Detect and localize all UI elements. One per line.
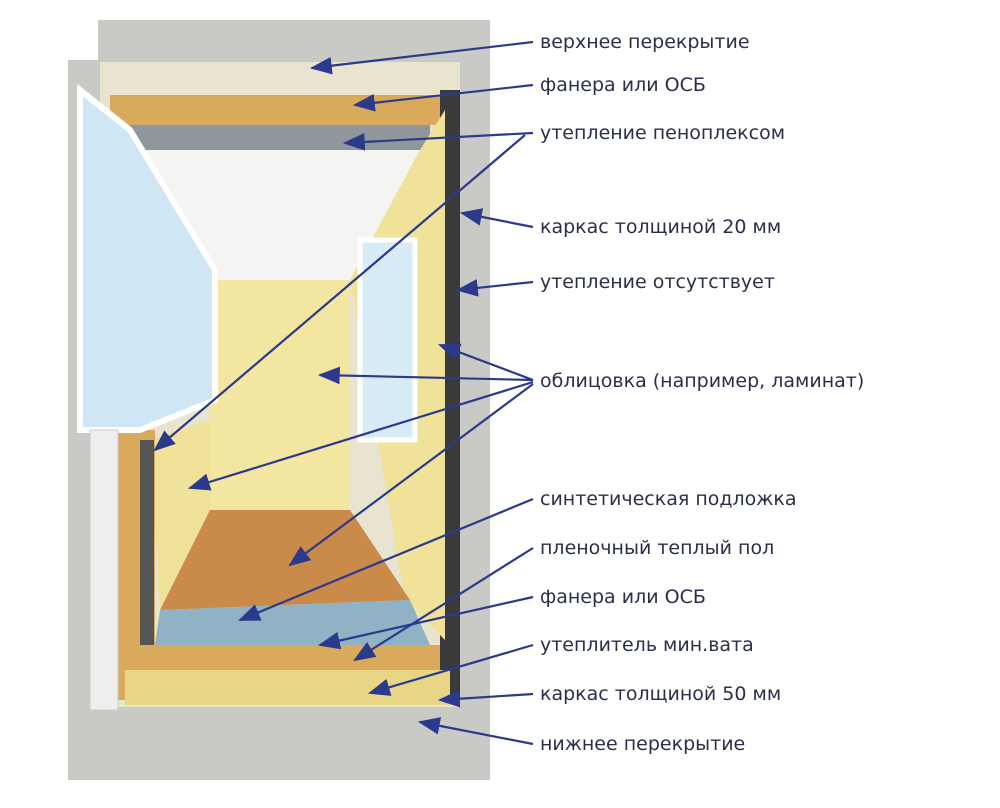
label-cladding: облицовка (например, ламинат) [540,370,865,392]
label-frame-20mm: каркас толщиной 20 мм [540,216,782,238]
back-wall [210,280,350,510]
label-upper-slab: верхнее перекрытие [540,31,750,53]
label-floor-plywood: фанера или ОСБ [540,586,706,608]
label-lower-slab: нижнее перекрытие [540,733,746,755]
label-film-floor-heating: пленочный теплый пол [540,537,775,559]
arrows [153,40,534,746]
ceiling-foam [120,125,430,150]
floor-plywood [140,645,440,670]
left-wall-panel [150,420,210,610]
label-mineral-wool: утеплитель мин.вата [540,634,754,656]
label-frame-50mm: каркас толщиной 50 мм [540,683,782,705]
label-penoplex: утепление пеноплексом [540,122,786,144]
label-underlay: синтетическая подложка [540,488,797,510]
mineral-wool [125,670,450,705]
label-no-insulation: утепление отсутствует [540,271,775,293]
laminate-floor [160,510,410,610]
underlay [155,600,430,645]
ceiling-panel [140,150,420,280]
label-ceiling-plywood: фанера или ОСБ [540,74,706,96]
